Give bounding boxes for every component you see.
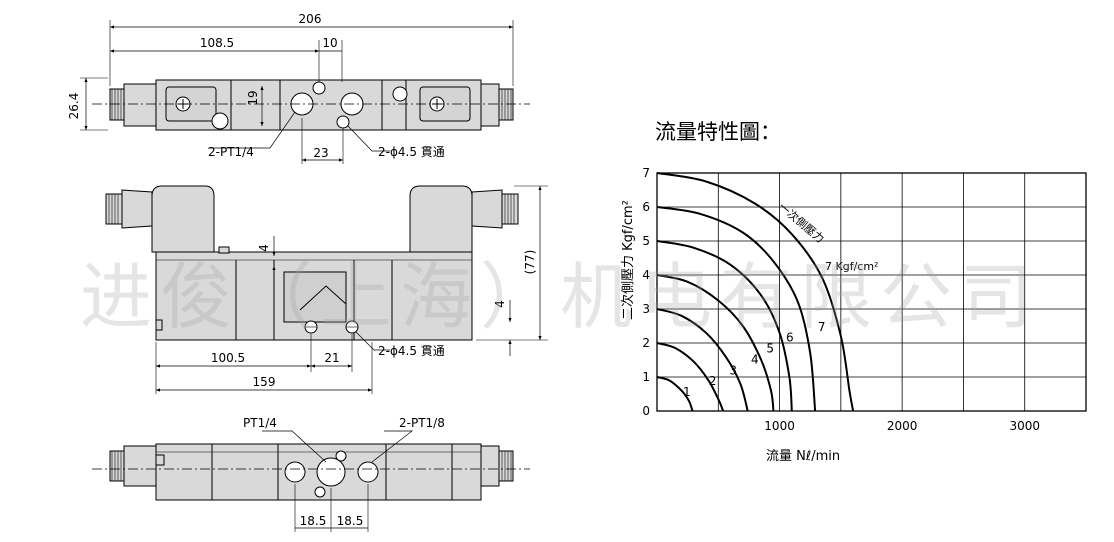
y-tick-label: 0 <box>642 404 650 418</box>
dim-18-5-right: 18.5 <box>337 514 364 528</box>
y-tick-label: 4 <box>642 268 650 282</box>
dim-77: (77) <box>523 250 537 275</box>
curve-4 <box>656 274 775 412</box>
curve-5 <box>656 240 793 412</box>
dim-159: 159 <box>253 375 276 389</box>
label-through-holes-front: 2-ϕ4.5 貫通 <box>378 344 445 358</box>
y-tick-label: 2 <box>642 336 650 350</box>
curve-label-1: 1 <box>683 385 691 399</box>
dim-overall-206: 206 <box>299 12 322 26</box>
curve-label-4: 4 <box>751 352 759 366</box>
curve-7 <box>656 172 855 412</box>
chart-curves <box>656 172 855 412</box>
dim-4-bottom: 4 <box>493 300 507 308</box>
dim-10: 10 <box>322 36 337 50</box>
y-tick-label: 1 <box>642 370 650 384</box>
dim-21: 21 <box>324 351 339 365</box>
y-tick-label: 6 <box>642 200 650 214</box>
top-view-labels: 206 108.5 10 26.4 19 23 2-PT1/4 2-ϕ4.5 貫… <box>67 12 445 160</box>
label-2-pt1-8: 2-PT1/8 <box>399 416 445 430</box>
label-2-pt1-4: 2-PT1/4 <box>208 145 254 159</box>
chart-title: 流量特性圖： <box>655 120 781 144</box>
label-through-holes-top: 2-ϕ4.5 貫通 <box>378 145 445 159</box>
dim-26-4: 26.4 <box>67 93 81 120</box>
front-view <box>105 185 548 394</box>
dim-23: 23 <box>313 146 328 160</box>
x-tick-label: 2000 <box>887 419 918 433</box>
curve-label-7: 7 <box>818 320 826 334</box>
curve-label-2: 2 <box>709 374 717 388</box>
curve-label-5: 5 <box>766 342 774 356</box>
y-axis-label: 二次側壓力 Kgf/cm² <box>620 200 636 320</box>
curve-6 <box>656 206 817 412</box>
y-tick-label: 7 <box>642 166 650 180</box>
annotation-unit: 7 Kgf/cm² <box>825 260 878 273</box>
chart-frame <box>656 172 1087 412</box>
curve-2 <box>656 342 725 412</box>
y-tick-label: 3 <box>642 302 650 316</box>
curve-label-3: 3 <box>729 363 737 377</box>
chart-grid <box>657 173 1086 411</box>
dim-18-5-left: 18.5 <box>300 514 327 528</box>
x-axis-label: 流量 Nℓ/min <box>766 449 840 464</box>
label-pt1-4: PT1/4 <box>243 416 277 430</box>
annotation-primary-pressure: 一次側壓力 <box>776 200 827 246</box>
curve-3 <box>656 308 749 412</box>
front-view-labels: 4 (77) 4 100.5 21 159 2-ϕ4.5 貫通 <box>211 244 537 389</box>
dim-4-top: 4 <box>257 244 271 252</box>
dim-108-5: 108.5 <box>200 36 234 50</box>
bottom-view-labels: PT1/4 2-PT1/8 18.5 18.5 <box>243 416 445 528</box>
curve-label-6: 6 <box>786 331 794 345</box>
curve-1 <box>656 376 694 412</box>
dim-19: 19 <box>246 90 260 105</box>
x-tick-label: 1000 <box>764 419 795 433</box>
bottom-view <box>92 430 530 532</box>
y-tick-label: 5 <box>642 234 650 248</box>
dim-100-5: 100.5 <box>211 351 245 365</box>
x-tick-label: 3000 <box>1009 419 1040 433</box>
top-view <box>80 20 530 164</box>
